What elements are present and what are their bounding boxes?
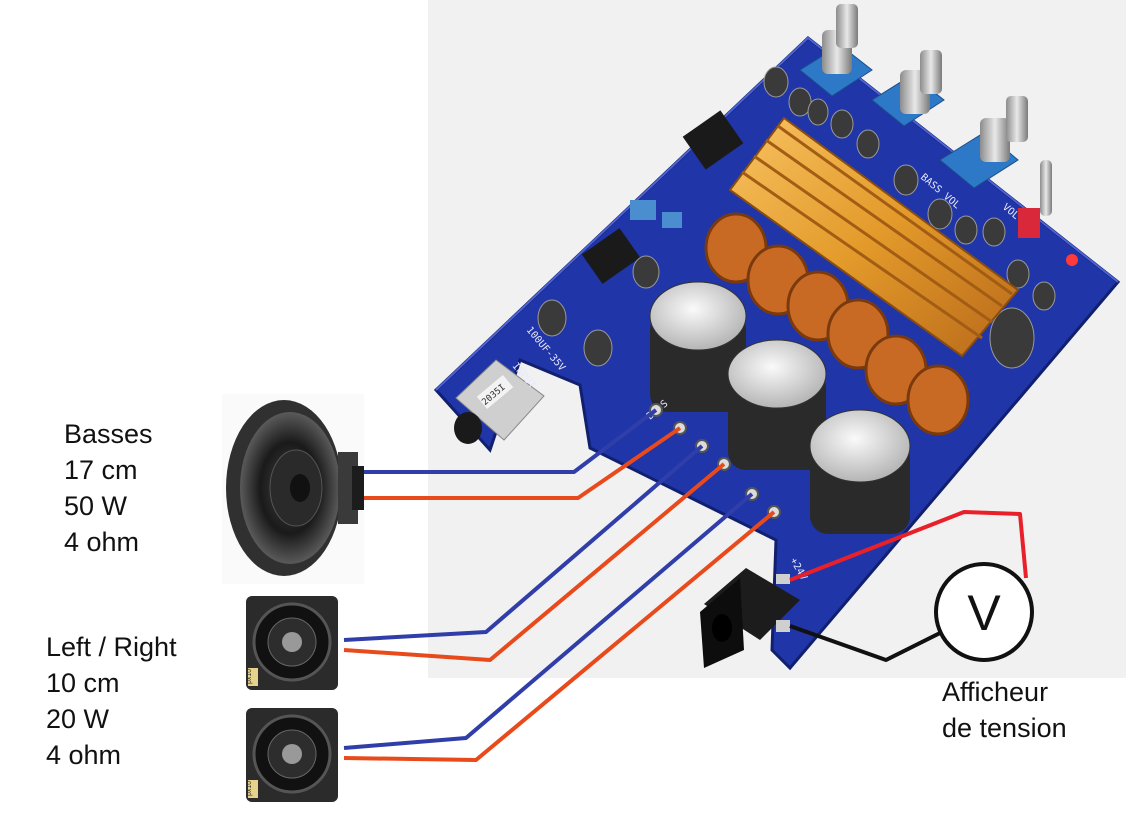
potentiometer-1[interactable] [799,4,873,97]
stereo-name: Left / Right [46,632,177,662]
voltmeter-letter: V [967,585,1001,641]
op-amp-chip-1 [682,110,744,170]
bass-power: 50 W [64,491,128,521]
stereo-impedance: 4 ohm [46,740,122,770]
wire-meter-positive [789,510,1028,582]
led-indicator [1066,254,1078,266]
bass-impedance: 4 ohm [64,527,140,557]
amplifier-board: 2035I INPUT 100UF-35V BASS +24V BASS VOL… [433,4,1121,671]
inductors [704,212,970,436]
film-capacitor [662,212,682,228]
right-speaker-image: px10 [246,708,338,802]
voltmeter-caption-line-1: Afficheur [942,677,1049,707]
potentiometer-3[interactable] [939,96,1028,189]
small-capacitors [537,66,1056,369]
stereo-power: 20 W [46,704,110,734]
left-speaker-image: px10 [246,596,338,690]
film-capacitor [630,200,656,220]
filter-capacitor-1 [649,281,747,412]
stereo-speaker-specs: Left / Right 10 cm 20 W 4 ohm [46,629,177,773]
filter-capacitor-3 [809,409,911,534]
op-amp-chip-2 [581,228,641,284]
speaker-tag: px10 [246,669,253,684]
potentiometer-2[interactable] [871,50,945,127]
audio-input-jack[interactable]: 2035I [454,359,545,444]
meter-wires [789,510,1028,662]
wire-left-positive [343,462,726,662]
heatsink [728,116,1020,358]
voltmeter-caption: Afficheur de tension [942,674,1067,746]
speaker-wires [343,408,776,762]
filter-capacitor-2 [727,339,827,470]
bass-name: Basses [64,419,153,449]
wire-right-negative [343,492,754,750]
wire-bass-positive [364,426,682,500]
dc-power-jack[interactable] [700,568,800,668]
wire-meter-negative [789,624,947,662]
wire-left-negative [343,444,704,642]
voltmeter-caption-line-2: de tension [942,713,1067,743]
voltmeter-symbol: V [934,562,1034,662]
power-switch[interactable] [1018,160,1078,266]
stereo-size: 10 cm [46,668,120,698]
bass-speaker-specs: Basses 17 cm 50 W 4 ohm [64,416,153,560]
wire-right-positive [343,510,776,762]
speaker-tag: px10 [246,781,253,796]
wire-bass-negative [364,408,658,474]
bass-speaker-image [222,394,364,584]
bass-size: 17 cm [64,455,138,485]
